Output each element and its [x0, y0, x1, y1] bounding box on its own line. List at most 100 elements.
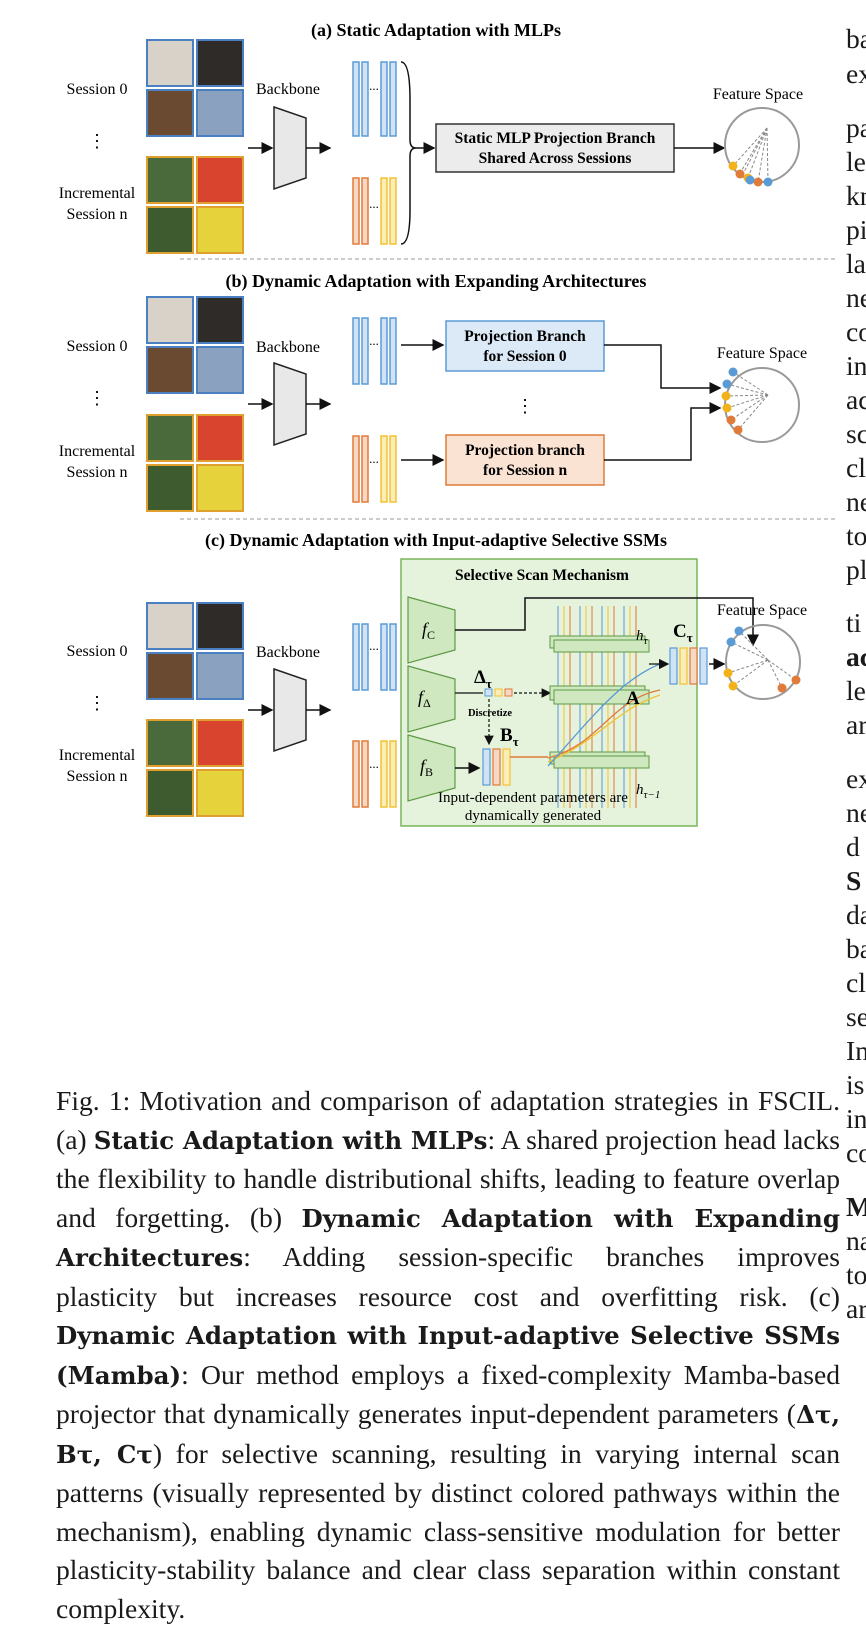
- projection-branch-session-n: [445, 434, 605, 486]
- panel-a-title: (a) Static Adaptation with MLPs: [311, 20, 561, 41]
- session-n-label: Session n: [67, 464, 128, 481]
- delta-label: Δτ: [474, 667, 492, 691]
- f-c-label: fC: [422, 619, 435, 642]
- h-tau-label: hτ: [636, 628, 649, 647]
- backbone-trapezoid: [273, 667, 307, 753]
- frag: in: [846, 1103, 866, 1134]
- scan-lattice: [547, 606, 670, 808]
- frag: le: [846, 146, 866, 177]
- branchn-line2: for Session n: [483, 462, 568, 479]
- caption-figno: Fig. 1:: [56, 1085, 131, 1116]
- backbone-trapezoid: [273, 361, 307, 447]
- frag: ba: [846, 933, 866, 964]
- point: [735, 169, 745, 179]
- ellipsis: ...: [369, 638, 379, 653]
- point: [726, 415, 736, 425]
- mid-dots: ⋮: [516, 396, 534, 416]
- point: [721, 391, 731, 401]
- session0-label: Session 0: [67, 643, 128, 660]
- feature-space-label: Feature Space: [717, 345, 807, 362]
- frag: pa: [846, 112, 866, 143]
- caption-intro: Motivation and comparison of adaptation …: [56, 1085, 840, 1155]
- b-label: Bτ: [500, 725, 519, 749]
- frag: na: [846, 1225, 866, 1256]
- frag: ba: [846, 23, 866, 54]
- a-label: A: [626, 688, 640, 709]
- panel-a: (a) Static Adaptation with MLPs Session …: [59, 20, 803, 254]
- frag: pl: [846, 554, 866, 585]
- frag: ne: [846, 282, 866, 313]
- image-thumbnails: [146, 602, 244, 817]
- frag: M: [846, 1191, 866, 1222]
- feature-bars-top: [352, 61, 397, 137]
- point: [745, 175, 755, 185]
- frag: la: [846, 248, 866, 279]
- backbone-label: Backbone: [256, 644, 320, 661]
- ellipsis: ...: [369, 756, 379, 771]
- projection-branch-session0: [445, 320, 605, 372]
- f-b-block: [407, 734, 456, 802]
- point: [723, 668, 733, 678]
- f-delta-block: [407, 665, 456, 733]
- point: [763, 177, 773, 187]
- frag: da: [846, 899, 866, 930]
- point: [722, 403, 732, 413]
- branch-line2: Shared Across Sessions: [479, 150, 632, 167]
- vertical-dots: ⋮: [88, 388, 106, 408]
- panel-c-title: (c) Dynamic Adaptation with Input-adapti…: [205, 530, 667, 551]
- branchn-line1: Projection branch: [465, 442, 585, 459]
- backbone-trapezoid: [273, 105, 307, 191]
- point: [733, 425, 743, 435]
- frag: cl: [846, 452, 866, 483]
- frag: co: [846, 1137, 866, 1168]
- backbone-label: Backbone: [256, 81, 320, 98]
- backbone-label: Backbone: [256, 339, 320, 356]
- branch-line1: Static MLP Projection Branch: [455, 130, 656, 147]
- f-b-label: fB: [420, 756, 433, 779]
- panel-c: (c) Dynamic Adaptation with Input-adapti…: [59, 530, 807, 827]
- point: [722, 379, 732, 389]
- branch0-line2: for Session 0: [483, 348, 567, 365]
- static-mlp-branch-box: [435, 123, 675, 173]
- image-thumbnails: [146, 296, 244, 512]
- vertical-dots: ⋮: [88, 693, 106, 713]
- f-delta-label: fΔ: [418, 687, 431, 710]
- feature-bars-bottom: [352, 740, 397, 808]
- ellipsis: ...: [369, 78, 379, 93]
- caption-b-bold: Dynamic Adaptation with Expanding Archit…: [56, 1203, 840, 1273]
- frag: is: [846, 1069, 865, 1100]
- frag: le: [846, 675, 866, 706]
- f-c-block: [407, 596, 456, 664]
- caption-c-bold: Dynamic Adaptation with Input-adaptive S…: [56, 1321, 840, 1390]
- session-n-label: Session n: [67, 768, 128, 785]
- incremental-label: Incremental: [59, 747, 136, 764]
- frag: cl: [846, 967, 866, 998]
- point: [728, 681, 738, 691]
- frag: pi: [846, 214, 866, 245]
- panel-b-title: (b) Dynamic Adaptation with Expanding Ar…: [226, 271, 647, 292]
- frag: ti: [846, 607, 862, 638]
- frag: co: [846, 316, 866, 347]
- note-line2: dynamically generated: [465, 808, 602, 824]
- point: [726, 637, 736, 647]
- frag: ar: [846, 709, 866, 740]
- frag: in: [846, 350, 866, 381]
- frag: d: [846, 831, 860, 862]
- ellipsis: ...: [369, 333, 379, 348]
- frag: kn: [846, 180, 866, 211]
- vertical-dots: ⋮: [88, 131, 106, 151]
- note-line1: Input-dependent parameters are: [438, 790, 628, 806]
- feature-space-label: Feature Space: [713, 86, 803, 103]
- feature-bars-bottom: [352, 177, 397, 245]
- caption-a-text: : A shared projection head lacks the fle…: [56, 1123, 840, 1233]
- frag: sc: [846, 418, 866, 449]
- frag: In: [846, 1035, 866, 1066]
- panel-b: (b) Dynamic Adaptation with Expanding Ar…: [59, 271, 807, 512]
- c-label: Cτ: [673, 621, 693, 645]
- frag: ac: [846, 641, 866, 672]
- point: [791, 675, 801, 685]
- mechanism-title: Selective Scan Mechanism: [455, 567, 629, 584]
- session-n-label: Session n: [67, 206, 128, 223]
- feature-space-circle: [725, 624, 801, 700]
- feature-bars-bottom: [352, 435, 397, 503]
